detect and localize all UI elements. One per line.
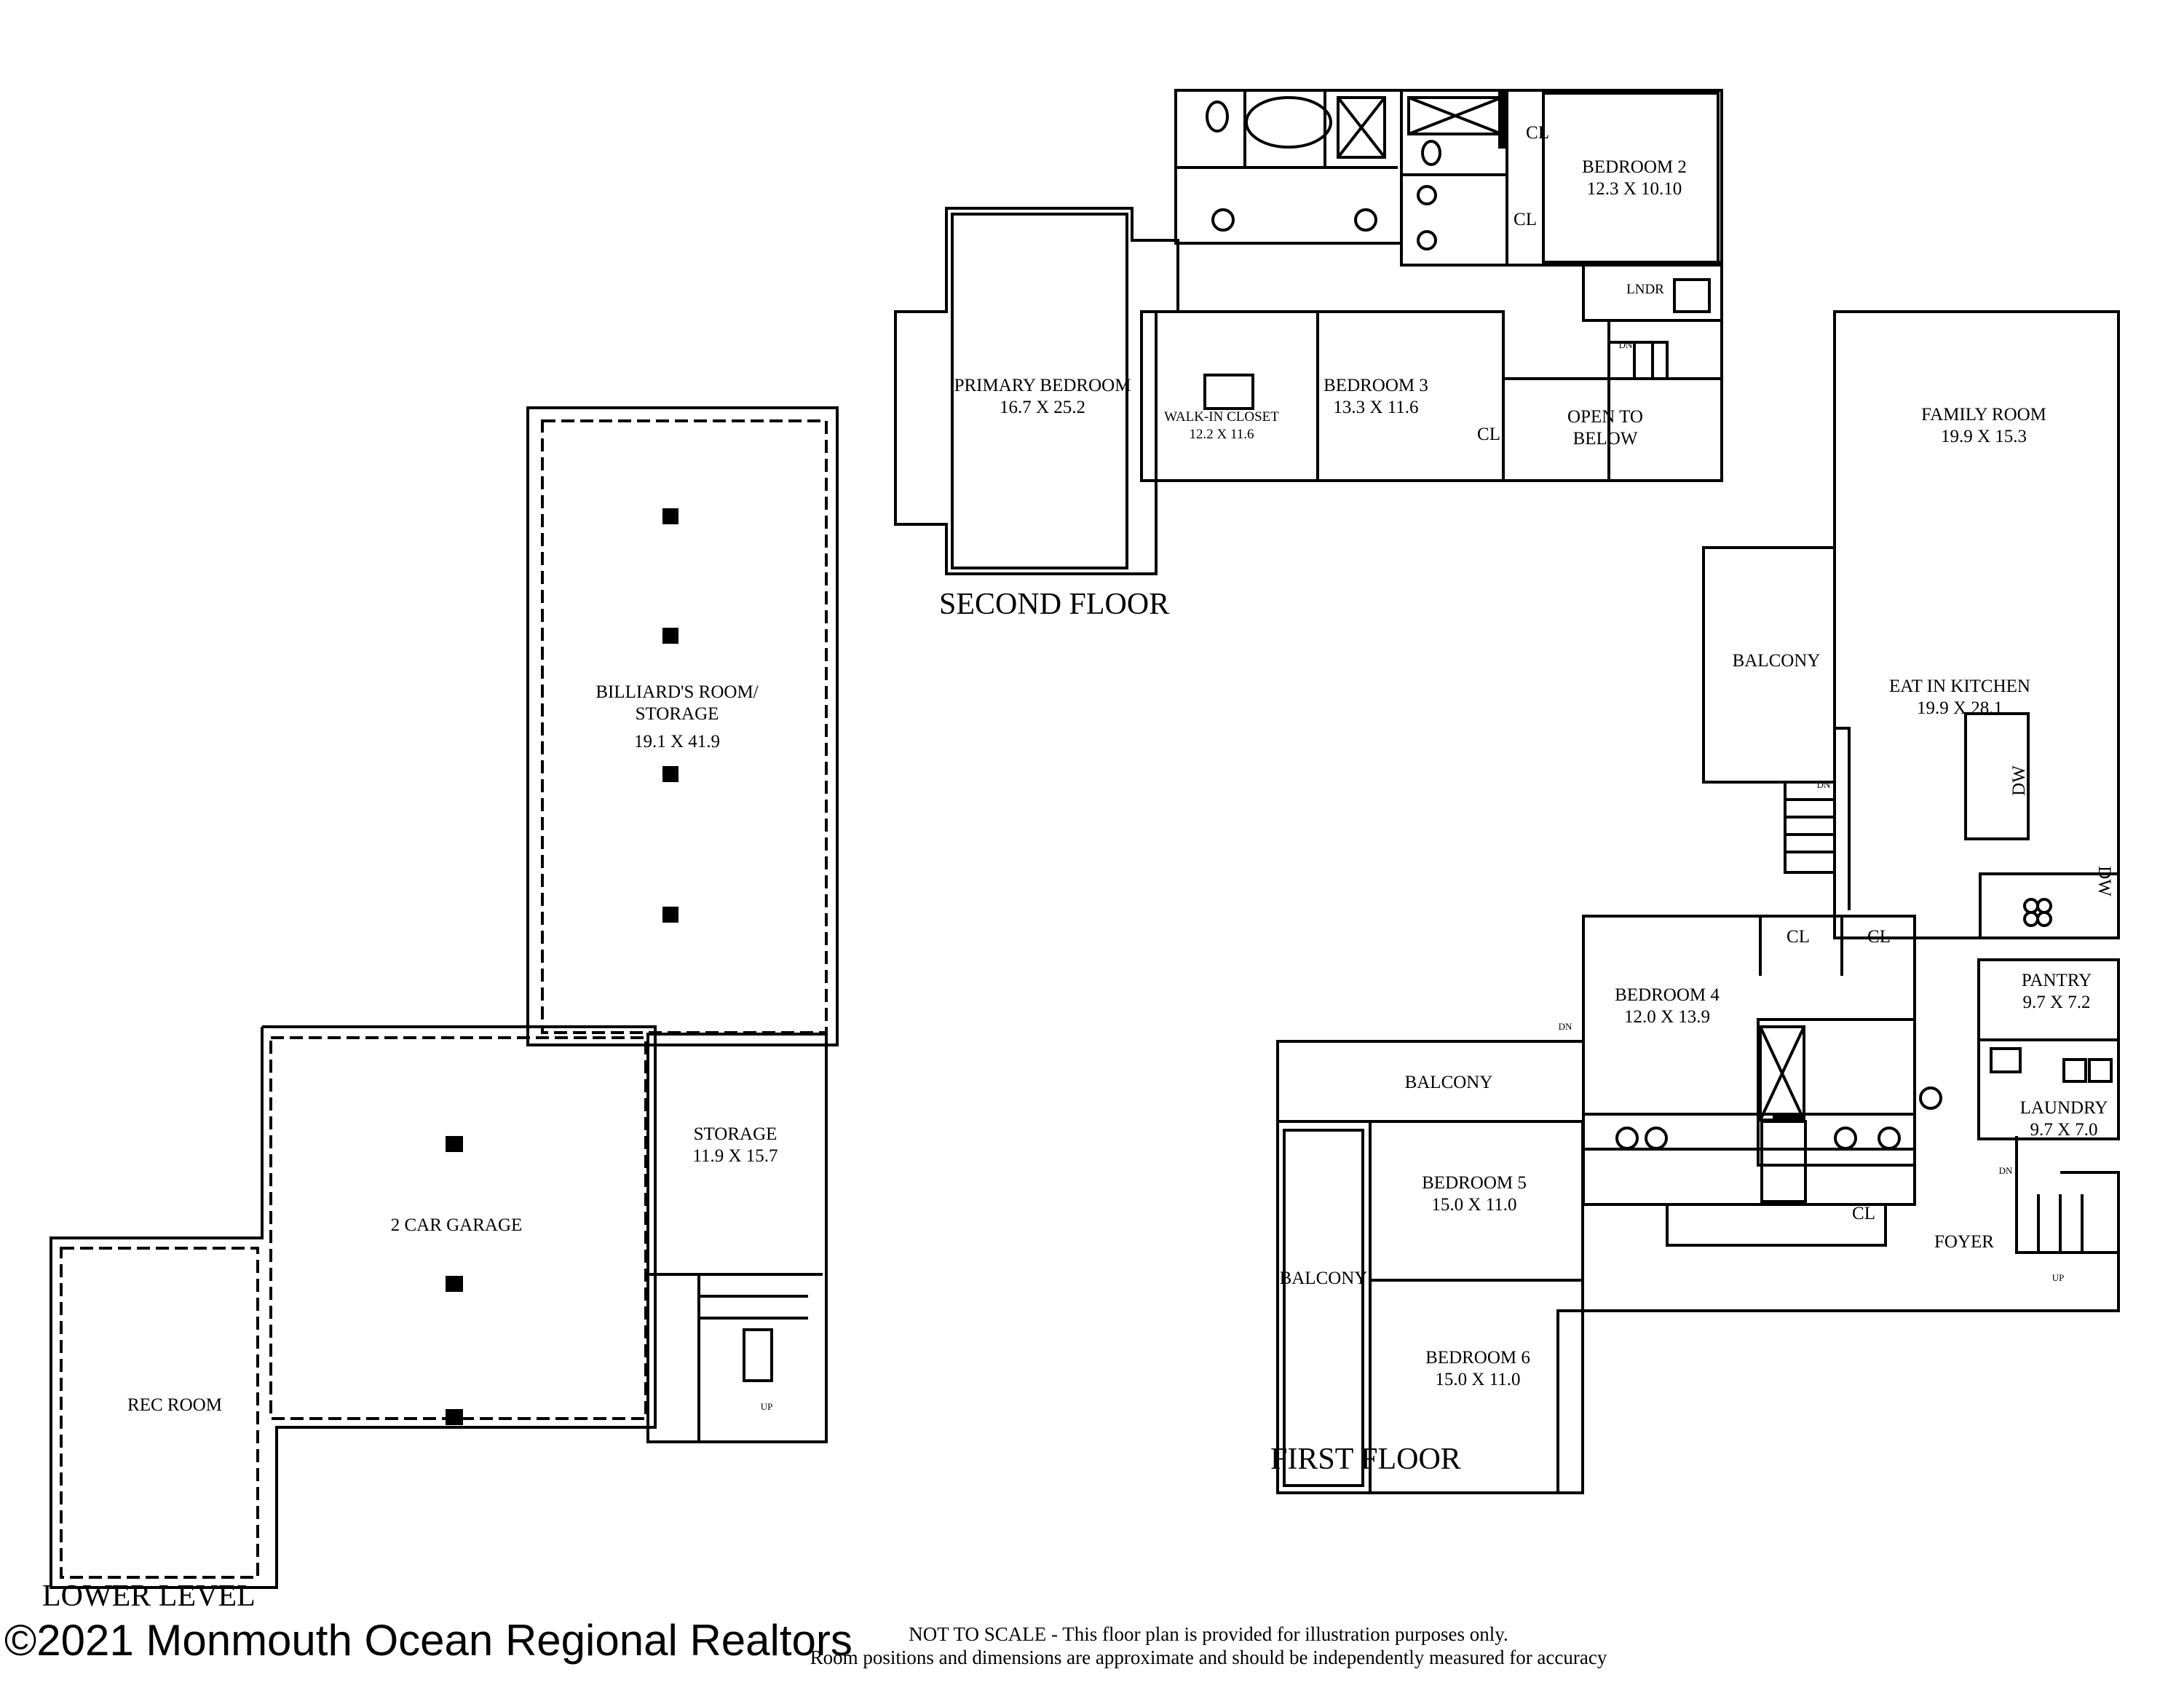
room-name: STORAGE: [693, 1124, 778, 1144]
room-walk-in-closet: WALK-IN CLOSET 12.2 X 11.6: [1164, 409, 1279, 443]
room-name: EAT IN KITCHEN: [1889, 677, 2030, 696]
room-dims: 19.9 X 15.3: [1940, 427, 2027, 446]
room-dims: 12.3 X 10.10: [1586, 179, 1682, 199]
room-dims: 16.7 X 25.2: [999, 398, 1086, 417]
stair-down-label: DN: [1816, 779, 1831, 790]
disclaimer: NOT TO SCALE - This floor plan is provid…: [735, 1622, 1682, 1669]
room-rec-room: REC ROOM: [127, 1395, 222, 1415]
room-name: BEDROOM 2: [1582, 157, 1687, 177]
copyright-watermark: ©2021 Monmouth Ocean Regional Realtors: [4, 1616, 852, 1665]
room-dims: 9.7 X 7.0: [2030, 1120, 2098, 1140]
room-dims: 11.9 X 15.7: [692, 1146, 778, 1166]
room-bedroom-6: BEDROOM 6 15.0 X 11.0: [1425, 1347, 1530, 1391]
room-pantry: PANTRY 9.7 X 7.2: [2022, 970, 2092, 1014]
room-eat-in-kitchen: EAT IN KITCHEN 19.9 X 28.1: [1889, 676, 2030, 719]
room-dims: 19.9 X 28.1: [1916, 698, 2003, 718]
stair-up-label: UP: [2052, 1272, 2065, 1283]
first-floor-walls: [1276, 310, 2120, 1494]
dishwasher-label: DW: [2009, 765, 2029, 796]
columns: [446, 90, 1802, 1425]
room-dims: 12.0 X 13.9: [1623, 1007, 1711, 1027]
room-laundry-nook: LNDR: [1626, 282, 1664, 297]
disclaimer-line: Room positions and dimensions are approx…: [810, 1646, 1607, 1668]
room-dims: 12.2 X 11.6: [1189, 427, 1254, 442]
room-dims: 19.1 X 41.9: [633, 732, 721, 752]
room-laundry: LAUNDRY 9.7 X 7.0: [2020, 1097, 2108, 1141]
room-name: WALK-IN CLOSET: [1164, 409, 1279, 425]
room-name: BEDROOM 3: [1324, 376, 1428, 395]
room-dims: 15.0 X 11.0: [1431, 1195, 1517, 1215]
room-bedroom-2: BEDROOM 2 12.3 X 10.10: [1582, 157, 1687, 200]
closet-label: CL: [1867, 927, 1891, 947]
closet-label: CL: [1787, 927, 1810, 947]
room-name: PRIMARY BEDROOM: [954, 376, 1131, 395]
stair-down-label: DN: [1558, 1021, 1572, 1032]
first-floor-title: FIRST FLOOR: [1270, 1443, 1461, 1476]
room-name: LAUNDRY: [2019, 1098, 2108, 1118]
dishwasher-label: DW: [2094, 866, 2114, 896]
label-line: BELOW: [1572, 429, 1638, 449]
disclaimer-line: NOT TO SCALE - This floor plan is provid…: [909, 1623, 1508, 1645]
room-storage: STORAGE 11.9 X 15.7: [692, 1124, 778, 1167]
label-line: OPEN TO: [1567, 407, 1643, 427]
closet-label: CL: [1477, 425, 1500, 444]
second-floor-walls: [894, 89, 1723, 575]
lower-level-title: LOWER LEVEL: [42, 1579, 256, 1613]
room-bedroom-4: BEDROOM 4 12.0 X 13.9: [1615, 985, 1720, 1028]
room-bedroom-5: BEDROOM 5 15.0 X 11.0: [1422, 1172, 1527, 1216]
room-dims: 15.0 X 11.0: [1435, 1370, 1521, 1389]
room-billiards: BILLIARD'S ROOM/ STORAGE 19.1 X 41.9: [596, 682, 758, 753]
stair-up-label: UP: [760, 1401, 773, 1412]
room-dims: 13.3 X 11.6: [1333, 398, 1419, 417]
room-bedroom-3: BEDROOM 3 13.3 X 11.6: [1324, 375, 1428, 419]
room-balcony-kitchen: BALCONY: [1732, 651, 1821, 671]
closet-label: CL: [1526, 123, 1549, 143]
room-family-room: FAMILY ROOM 19.9 X 15.3: [1921, 404, 2046, 448]
lower-level-walls: [50, 406, 839, 1589]
room-balcony-side: BALCONY: [1279, 1269, 1368, 1288]
closet-label: CL: [1514, 210, 1537, 229]
room-primary-bedroom: PRIMARY BEDROOM 16.7 X 25.2: [954, 375, 1131, 419]
label-line: STORAGE: [635, 704, 719, 724]
room-open-to-below: OPEN TO BELOW: [1567, 406, 1643, 450]
room-name: BEDROOM 6: [1425, 1348, 1530, 1368]
room-garage: 2 CAR GARAGE: [390, 1215, 523, 1235]
room-foyer: FOYER: [1934, 1232, 1994, 1252]
stair-down-label: DN: [1998, 1165, 2013, 1176]
label-line: BILLIARD'S ROOM/: [596, 682, 759, 702]
closet-label: CL: [1852, 1204, 1875, 1223]
room-name: FAMILY ROOM: [1921, 405, 2046, 425]
room-name: BEDROOM 5: [1422, 1173, 1527, 1193]
room-name: BEDROOM 4: [1615, 985, 1720, 1005]
room-name: PANTRY: [2021, 971, 2092, 990]
room-dims: 9.7 X 7.2: [2022, 993, 2091, 1012]
room-balcony-bedroom-4: BALCONY: [1404, 1073, 1493, 1092]
second-floor-title: SECOND FLOOR: [939, 588, 1170, 621]
stair-down-label: DN: [1618, 339, 1633, 350]
